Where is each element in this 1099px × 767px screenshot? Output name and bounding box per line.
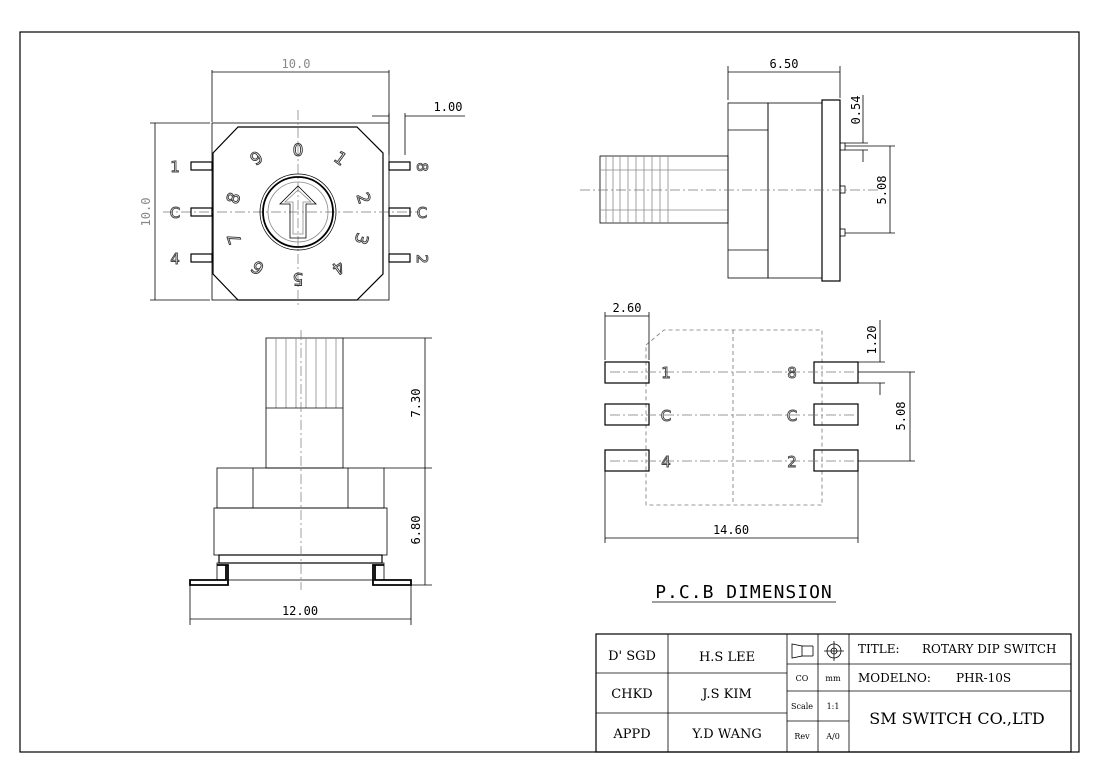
side-view: 6.50 0.54 5.08 (580, 57, 895, 282)
rev-value: A/0 (825, 732, 840, 741)
front-view: 7.30 6.80 12.00 (189, 330, 432, 625)
pcb-view: 1 C 4 8 C 2 2.60 1.20 5.08 14.60 P.C.B D… (604, 301, 915, 603)
pcb-label-right-2: 2 (787, 453, 797, 471)
pin-label-right-c: C (417, 204, 427, 222)
dial-number-6: 6 (248, 256, 269, 279)
front-view-shaft-dim: 7.30 (409, 389, 423, 418)
title-label: TITLE: (858, 642, 900, 656)
pcb-pad-height-dim: 1.20 (865, 326, 879, 355)
title-value: ROTARY DIP SWITCH (922, 642, 1056, 656)
dial-number-5: 5 (293, 268, 304, 288)
dial-number-2: 2 (352, 190, 374, 206)
rev-label: Rev (794, 732, 810, 741)
dial-number-7: 7 (224, 230, 246, 246)
chkd-name: J.S KIM (700, 687, 752, 702)
pcb-label-left-4: 4 (661, 453, 671, 471)
dsgd-label: D' SGD (608, 649, 656, 664)
appd-label: APPD (612, 727, 650, 742)
top-view: 0 1 2 3 4 5 6 7 8 9 1 C 4 8 C 2 10.0 10.… (139, 57, 465, 305)
co-label: CO (796, 674, 809, 683)
side-view-top-dim: 0.54 (849, 96, 863, 125)
chkd-label: CHKD (611, 687, 652, 702)
model-value: PHR-10S (956, 671, 1011, 685)
scale-value: 1:1 (827, 702, 840, 711)
pcb-caption: P.C.B DIMENSION (655, 582, 833, 603)
pin-label-left-4: 4 (170, 250, 180, 268)
title-block: D' SGD H.S LEE CHKD J.S KIM APPD Y.D WAN… (595, 633, 1072, 753)
pin-label-left-1: 1 (170, 158, 180, 176)
pcb-pad-dim: 2.60 (613, 301, 642, 315)
pin-label-left-c: C (170, 204, 180, 222)
company-name: SM SWITCH CO.,LTD (869, 709, 1045, 728)
drawing-border (19, 31, 1080, 753)
dial-number-3: 3 (350, 230, 372, 246)
model-label: MODELNO: (858, 671, 931, 685)
dsgd-name: H.S LEE (699, 650, 755, 665)
side-view-pitch-dim: 5.08 (875, 176, 889, 205)
pin-label-right-2: 2 (413, 254, 431, 264)
pcb-width-dim: 14.60 (713, 523, 749, 537)
top-view-height-dim: 10.0 (139, 198, 153, 227)
top-view-width-dim: 10.0 (282, 57, 311, 71)
unit-value: mm (825, 674, 841, 683)
dial-number-0: 0 (293, 141, 304, 161)
pcb-label-left-c: C (661, 407, 671, 425)
pcb-label-right-c: C (787, 407, 797, 425)
pin-label-right-8: 8 (413, 162, 431, 172)
appd-name: Y.D WANG (691, 727, 761, 742)
front-view-width-dim: 12.00 (282, 604, 318, 618)
pcb-pitch-dim: 5.08 (894, 402, 908, 431)
dial-number-8: 8 (223, 190, 245, 206)
pcb-label-left-1: 1 (661, 364, 671, 382)
top-view-pin-dim: 1.00 (434, 100, 463, 114)
side-view-width-dim: 6.50 (770, 57, 799, 71)
dial-number-4: 4 (328, 256, 349, 279)
pcb-label-right-8: 8 (787, 364, 797, 382)
dial-number-1: 1 (330, 148, 351, 171)
dial-number-9: 9 (247, 148, 268, 171)
scale-label: Scale (791, 702, 813, 711)
front-view-body-dim: 6.80 (409, 516, 423, 545)
